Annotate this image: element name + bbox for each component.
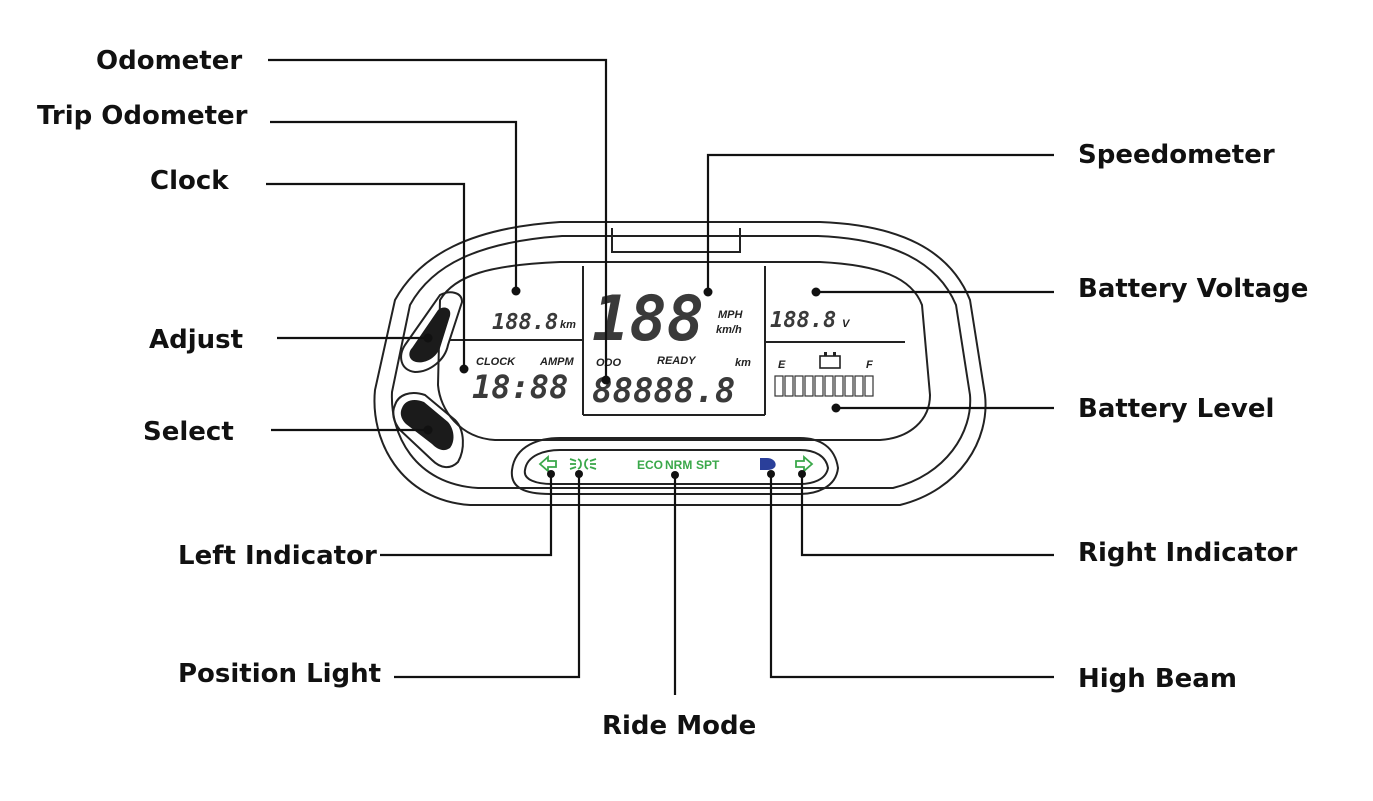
high-beam-icon xyxy=(760,458,776,470)
battery-level-label: Battery Level xyxy=(1078,394,1274,424)
right-indicator-label: Right Indicator xyxy=(1078,538,1297,568)
battery-segment xyxy=(804,375,814,397)
voltage-value: 188.8 xyxy=(770,308,836,333)
speed-unit-mph: MPH xyxy=(718,309,744,321)
eco-mode-label: ECO xyxy=(637,458,663,472)
battery-bar xyxy=(774,375,874,397)
left-indicator-label: Left Indicator xyxy=(178,541,377,571)
adjust-label: Adjust xyxy=(149,325,243,355)
odo-label: ODO xyxy=(596,357,622,369)
right-indicator-icon xyxy=(795,455,814,473)
trip-unit: km xyxy=(560,319,576,331)
clock-label: CLOCK xyxy=(476,356,516,368)
speedometer-label: Speedometer xyxy=(1078,140,1275,170)
battery-voltage-label: Battery Voltage xyxy=(1078,274,1308,304)
battery-segment xyxy=(794,375,804,397)
clock-display: CLOCK AMPM 18:88 xyxy=(472,356,574,406)
ready-label: READY xyxy=(657,355,697,367)
clock-callout-label: Clock xyxy=(150,166,229,196)
position-light-icon xyxy=(569,458,597,470)
speedometer-display: 188 MPH km/h xyxy=(592,282,744,355)
battery-segment xyxy=(814,375,824,397)
battery-segment xyxy=(784,375,794,397)
battery-segment xyxy=(824,375,834,397)
left-indicator-icon xyxy=(538,455,557,473)
speed-value: 188 xyxy=(592,282,704,355)
nrm-mode-label: NRM xyxy=(665,458,692,472)
ampm-label: AMPM xyxy=(539,356,574,368)
indicator-strip xyxy=(510,437,840,495)
high-beam-label: High Beam xyxy=(1078,664,1237,694)
battery-empty-label: E xyxy=(778,359,786,371)
battery-segment xyxy=(774,375,784,397)
odo-value: 88888.8 xyxy=(592,371,735,411)
leader-lines xyxy=(266,58,1054,695)
trip-odometer-display: 188.8 km xyxy=(492,310,576,335)
spt-mode-label: SPT xyxy=(696,458,720,472)
battery-icon xyxy=(819,352,841,369)
select-button[interactable] xyxy=(392,392,464,468)
callout-labels: Odometer Trip Odometer Clock Adjust Sele… xyxy=(37,46,1308,741)
battery-full-label: F xyxy=(866,359,873,371)
ride-mode-label: Ride Mode xyxy=(602,711,756,741)
battery-segment xyxy=(834,375,844,397)
lcd-screen xyxy=(436,261,932,441)
select-label: Select xyxy=(143,417,234,447)
odo-unit: km xyxy=(735,357,751,369)
position-light-label: Position Light xyxy=(178,659,381,689)
odometer-label: Odometer xyxy=(96,46,242,76)
voltage-unit: V xyxy=(842,318,851,330)
battery-segment xyxy=(864,375,874,397)
battery-segment xyxy=(844,375,854,397)
clock-value: 18:88 xyxy=(472,368,568,406)
battery-voltage-display: 188.8 V xyxy=(770,308,851,333)
speed-unit-kmh: km/h xyxy=(716,324,742,336)
dashboard-housing xyxy=(373,221,987,506)
battery-level-display: E F xyxy=(774,352,874,397)
odometer-display: ODO READY km 88888.8 xyxy=(592,355,751,411)
battery-segment xyxy=(854,375,864,397)
trip-value: 188.8 xyxy=(492,310,558,335)
ride-mode-indicators: ECO NRM SPT xyxy=(637,458,720,472)
trip-odometer-label: Trip Odometer xyxy=(37,101,248,131)
